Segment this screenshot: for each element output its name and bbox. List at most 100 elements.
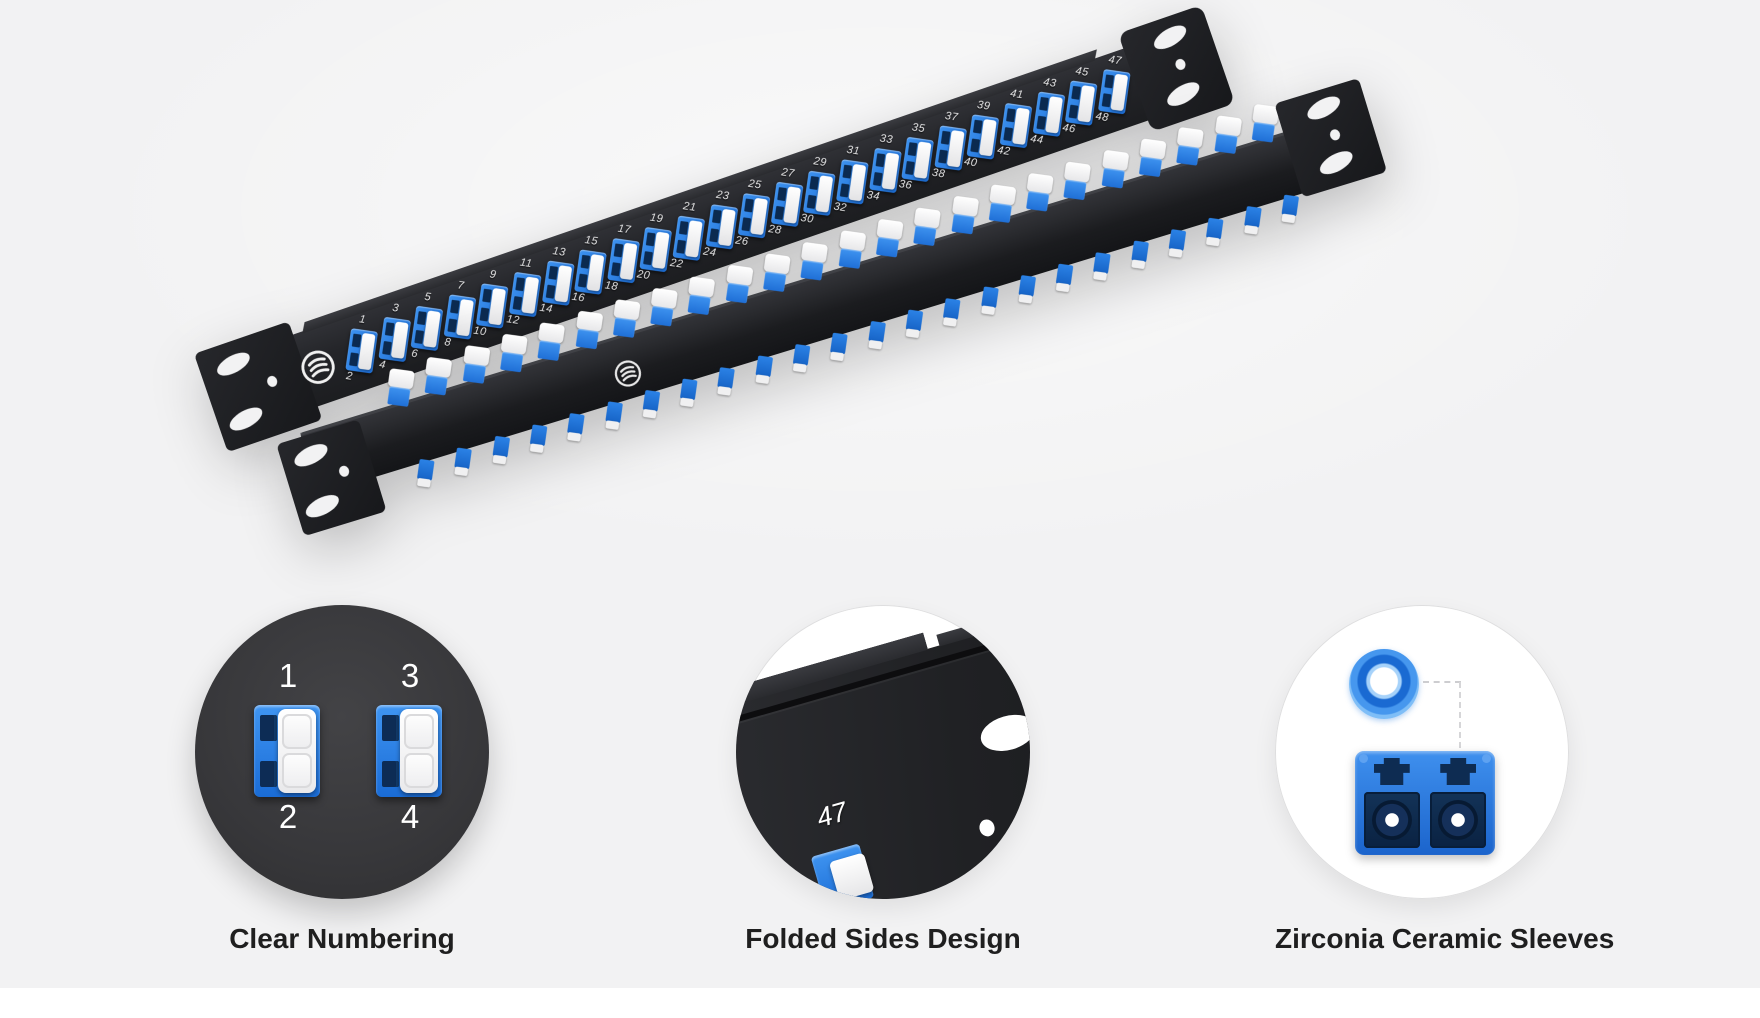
lc-latch [1440, 758, 1477, 785]
feature-zirconia-sleeves: Zirconia Ceramic Sleeves [1275, 605, 1615, 955]
adapter-body [612, 317, 636, 338]
lc-adapter-top [1212, 115, 1243, 156]
port-number: 21 [682, 200, 698, 214]
lc-adapter-tail [1243, 206, 1262, 229]
port-number: 41 [1009, 87, 1025, 102]
port-number: 11 [519, 256, 534, 271]
adapter-body [1026, 190, 1050, 212]
dust-cap [400, 709, 438, 793]
port-number: 19 [649, 211, 665, 226]
corner-detail [1482, 754, 1491, 763]
adapter-body [499, 351, 524, 373]
port-number: 9 [489, 268, 498, 282]
mounting-hole [1150, 20, 1190, 54]
port-number: 29 [813, 155, 828, 169]
lc-adapter-top [761, 253, 792, 294]
lc-adapter-top [385, 368, 416, 409]
fs-logo-icon [301, 350, 335, 384]
screw-hole [1173, 57, 1187, 72]
port-number: 43 [1042, 76, 1057, 91]
callout-dashed-line [1459, 682, 1461, 808]
lc-adapter-tail [1093, 252, 1112, 274]
feature-label: Folded Sides Design [745, 923, 1021, 954]
mounting-hole [302, 490, 343, 522]
lc-duplex-adapter [1097, 69, 1131, 115]
port-number: 25 [747, 177, 763, 192]
screw-hole [977, 817, 997, 839]
lc-adapter-tail [867, 321, 886, 343]
mounting-hole [976, 708, 1030, 757]
port-number: 31 [845, 143, 861, 158]
ceramic-sleeve-in-port [1371, 800, 1412, 840]
lc-ports [260, 715, 278, 787]
adapter-body [1176, 144, 1200, 166]
lc-adapter-top [535, 322, 566, 363]
zirconia-sleeves-circle [1275, 605, 1569, 899]
lc-adapter-top [648, 287, 679, 329]
lc-port-opening [1430, 792, 1487, 848]
lc-adapter-top [798, 241, 829, 283]
lc-adapter-tail [1131, 240, 1149, 263]
lc-adapter-top [498, 333, 529, 375]
port-number: 4 [400, 798, 420, 835]
lc-adapter-top [1024, 172, 1055, 214]
lc-adapter-tail [492, 435, 510, 458]
port-number: 15 [584, 233, 599, 248]
adapter-body [462, 363, 486, 384]
adapter-body [687, 294, 712, 316]
port-number: 13 [551, 245, 567, 259]
port-number: 33 [878, 132, 894, 147]
adapter-body [650, 305, 674, 327]
ceramic-sleeve-in-port [1438, 800, 1479, 840]
lc-adapter-tail [454, 447, 473, 470]
lc-port-opening [1363, 792, 1420, 848]
lc-adapter-top [573, 310, 604, 352]
port-number: 1 [358, 313, 367, 327]
lc-adapter-top [460, 345, 491, 386]
adapter-body [988, 202, 1012, 224]
port-number: 17 [616, 222, 632, 237]
lc-adapter-tail [529, 424, 548, 447]
port-number: 39 [976, 98, 992, 113]
port-number: 47 [813, 796, 851, 834]
dust-cap [828, 852, 875, 899]
mounting-hole [1303, 91, 1344, 125]
lc-adapter-tail [980, 286, 999, 309]
adapter-body [1063, 179, 1087, 201]
lc-adapter-top [949, 195, 980, 237]
lc-adapter-top [873, 218, 904, 260]
adapter-body [1101, 167, 1125, 189]
feature-label: Zirconia Ceramic Sleeves [1275, 923, 1615, 954]
port-number: 37 [944, 110, 959, 124]
adapter-body [875, 236, 900, 258]
adapter-body [725, 282, 749, 304]
mounting-hole [1163, 77, 1204, 111]
lc-adapter-top [422, 356, 453, 398]
ceramic-sleeve-icon [1349, 649, 1419, 719]
port-number: 23 [714, 188, 730, 203]
lc-adapter-tail [680, 378, 698, 401]
lc-adapter-tail [1206, 217, 1224, 240]
fs-logo-icon [614, 360, 642, 387]
page-bottom-strip [0, 988, 1760, 1018]
lc-duplex-adapter [254, 705, 320, 797]
folded-sides-circle: 47 [736, 605, 1030, 899]
adapter-body [800, 259, 824, 281]
adapter-body [537, 340, 561, 361]
lc-adapter-top [723, 264, 754, 306]
adapter-body [1251, 121, 1275, 143]
port-number: 3 [400, 657, 420, 694]
callout-dashed-line [1423, 681, 1461, 683]
corner-detail [1359, 754, 1368, 763]
lc-adapter-top [1137, 138, 1168, 179]
lc-adapter-tail [1018, 275, 1036, 297]
lc-adapter-tail [792, 343, 811, 366]
lc-adapter-tail [416, 458, 435, 481]
adapter-body [424, 374, 449, 396]
panel-corner-photo: 47 [736, 605, 1030, 899]
dust-cap [278, 709, 316, 793]
port-number: 3 [391, 302, 400, 315]
adapter-body [1213, 133, 1238, 155]
lc-adapter-top [610, 299, 641, 340]
